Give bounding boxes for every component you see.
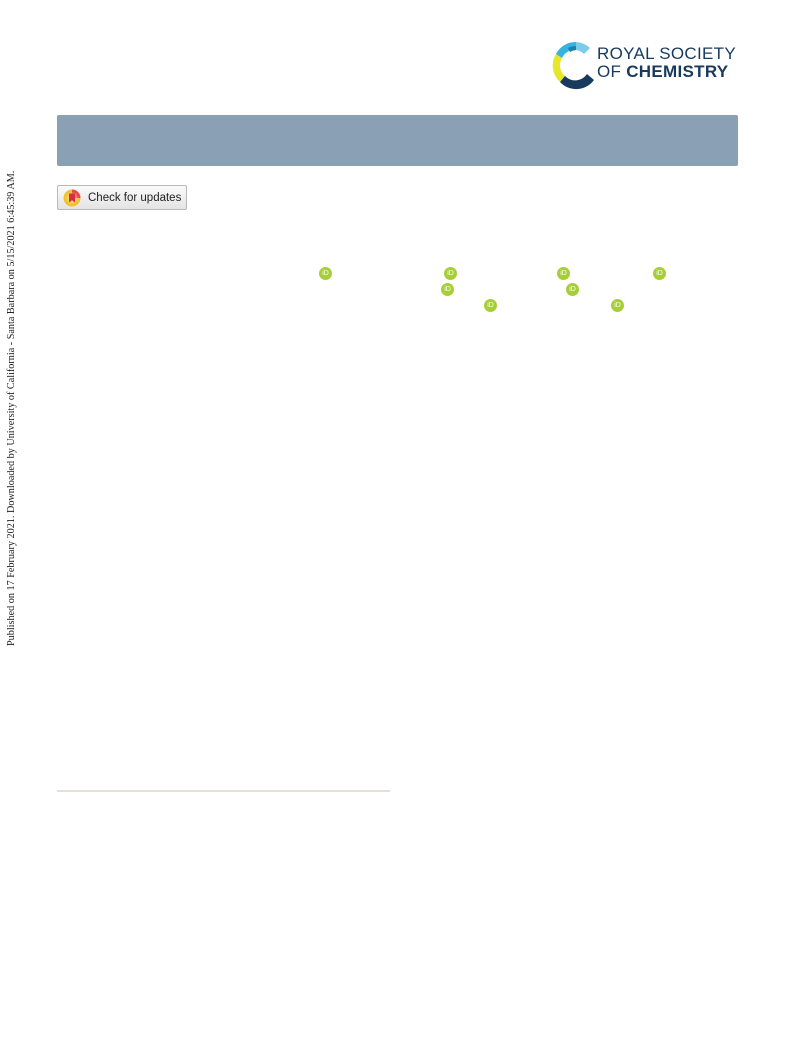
logo-line-2-prefix: OF [597, 62, 627, 81]
logo-line-2: OF CHEMISTRY [597, 63, 736, 81]
orcid-icon[interactable]: iD [566, 283, 579, 296]
logo-line-2-bold: CHEMISTRY [626, 62, 729, 81]
publication-stamp: Published on 17 February 2021. Downloade… [4, 150, 20, 650]
publication-stamp-text: Published on 17 February 2021. Downloade… [6, 170, 17, 646]
orcid-icon[interactable]: iD [653, 267, 666, 280]
orcid-icon[interactable]: iD [319, 267, 332, 280]
check-for-updates-button[interactable]: Check for updates [57, 185, 187, 210]
society-logo-text: ROYAL SOCIETY OF CHEMISTRY [597, 45, 736, 81]
check-for-updates-label: Check for updates [88, 191, 182, 204]
society-logo-mark-icon [552, 41, 594, 90]
society-logo[interactable]: ROYAL SOCIETY OF CHEMISTRY [546, 36, 741, 92]
orcid-icon[interactable]: iD [557, 267, 570, 280]
footnote-separator [57, 790, 390, 792]
bookmark-ribbon-icon [63, 189, 81, 206]
logo-line-1: ROYAL SOCIETY [597, 44, 736, 63]
orcid-icon[interactable]: iD [611, 299, 624, 312]
journal-banner [57, 115, 738, 166]
orcid-icon[interactable]: iD [441, 283, 454, 296]
orcid-icon[interactable]: iD [484, 299, 497, 312]
orcid-icon[interactable]: iD [444, 267, 457, 280]
